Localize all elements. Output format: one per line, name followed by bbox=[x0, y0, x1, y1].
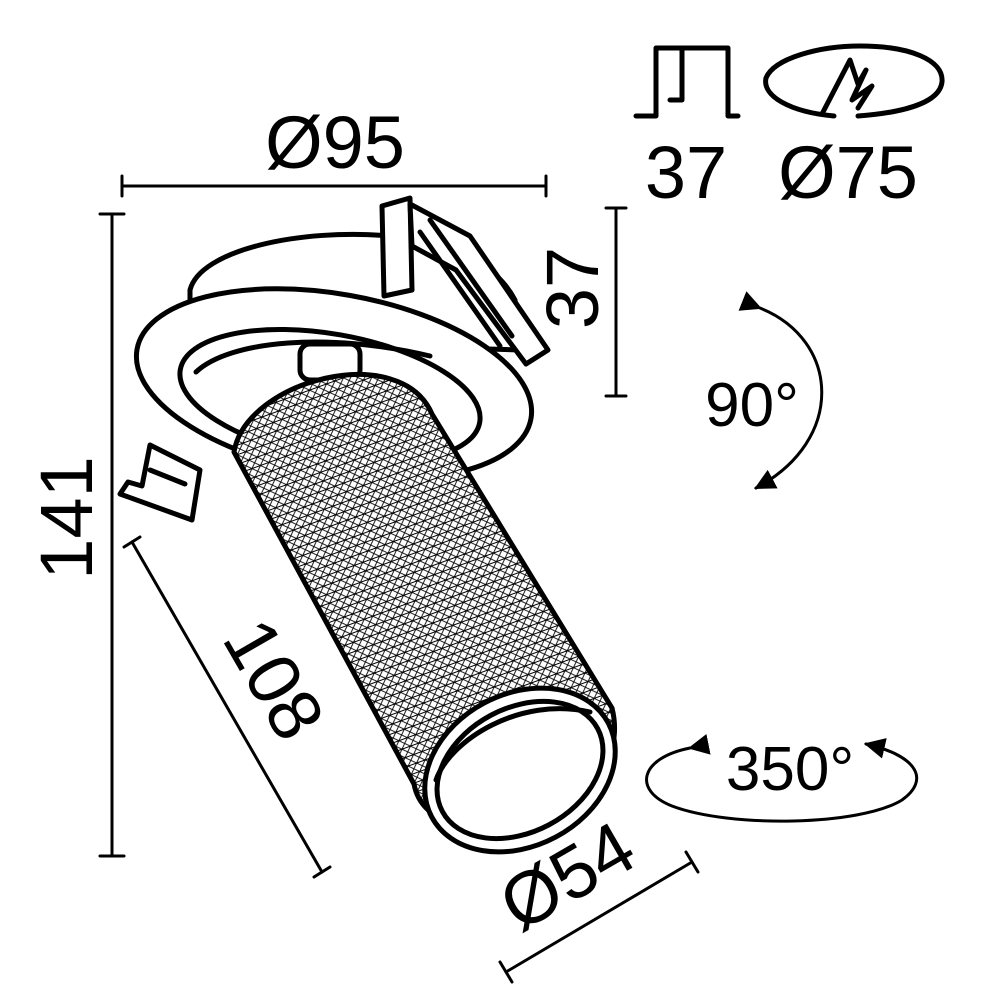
tilt-angle-label: 90° bbox=[705, 371, 799, 440]
cutout-diameter-value: Ø75 bbox=[778, 131, 918, 214]
spring-clip-right bbox=[379, 195, 551, 367]
tilt-arrow-icon bbox=[738, 291, 824, 490]
recess-depth-icon bbox=[633, 45, 741, 119]
luminaire-body bbox=[117, 195, 618, 855]
total-height-label: 141 bbox=[25, 456, 108, 579]
cutout-depth-label: 37 bbox=[531, 247, 614, 329]
dimension-flange-diameter: Ø95 bbox=[120, 101, 548, 198]
spring-clip-left bbox=[117, 442, 203, 523]
recess-depth-value: 37 bbox=[645, 131, 727, 214]
cutout-hole-icon bbox=[763, 43, 945, 119]
spotlight-cylinder bbox=[231, 372, 618, 855]
body-length-label: 108 bbox=[207, 605, 341, 753]
dimension-cutout-depth: 37 bbox=[531, 206, 628, 398]
rotation-angle-label: 350° bbox=[726, 735, 854, 804]
dimension-total-height: 141 bbox=[25, 212, 126, 858]
rotation-arrow-icon bbox=[645, 733, 919, 823]
flange-diameter-label: Ø95 bbox=[265, 101, 405, 184]
